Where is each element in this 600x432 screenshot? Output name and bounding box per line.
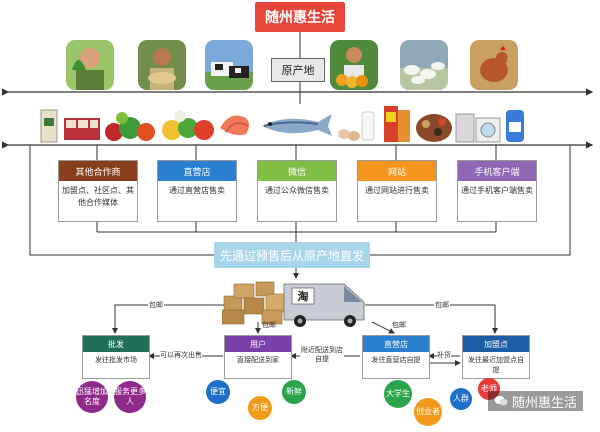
node-user-title: 用户	[225, 336, 291, 352]
edge-label-restock: 补货	[437, 351, 451, 360]
channel-direct-store: 直营店 通过直营店售卖	[157, 160, 237, 222]
channel-partners-desc: 加盟点、社区点、其他合作媒体	[62, 186, 134, 207]
farmer-grain-photo	[138, 40, 186, 90]
channel-website-title: 网站	[358, 161, 436, 181]
benefit-cheap: 便宜	[206, 380, 230, 404]
chickens-photo	[470, 40, 518, 90]
node-franchise: 加盟点 发往最近加盟点自提	[462, 335, 530, 379]
vegetables-product	[104, 104, 158, 144]
sausage-product	[380, 104, 414, 144]
benefit-brand-awareness: 迅猛增加名度	[76, 381, 108, 413]
beans-product	[414, 104, 454, 144]
channel-mobile-app: 手机客户端 通过手机客户端售卖	[457, 160, 537, 222]
node-wholesale-desc: 发往批发市场	[95, 356, 137, 364]
node-user: 用户 直接配送到家	[224, 335, 292, 379]
channel-wechat-title: 微信	[258, 161, 336, 181]
channel-website-desc: 通过网站进行售卖	[365, 186, 429, 195]
rice-bag-product	[38, 104, 60, 144]
dairy-cows-photo	[205, 40, 253, 90]
node-wholesale: 批发 发往批发市场	[82, 335, 150, 379]
audience-crowd: 人群	[450, 388, 472, 410]
sheep-flock-photo	[400, 40, 448, 90]
channel-partners: 其他合作商 加盟点、社区点、其他合作媒体	[58, 160, 138, 222]
diagram-title: 随州惠生活	[255, 2, 345, 32]
rice-wine-product	[62, 104, 102, 144]
edge-label-resell: 可以再次出售	[160, 351, 202, 360]
appliances-product	[454, 104, 502, 144]
wechat-icon	[494, 395, 508, 407]
channel-mobile-app-title: 手机客户端	[458, 161, 536, 181]
node-franchise-title: 加盟点	[463, 336, 529, 352]
node-franchise-desc: 发往最近加盟点自提	[468, 356, 524, 374]
presale-banner: 先通过预售后从原产地直发	[214, 242, 370, 268]
edge-label-free-shipping-left: 包邮	[148, 300, 164, 310]
channel-mobile-app-desc: 通过手机客户端售卖	[461, 186, 533, 195]
node-direct-store-title: 直营店	[363, 336, 429, 352]
edge-label-free-shipping-user: 包邮	[262, 321, 276, 329]
benefit-fresh: 新鲜	[282, 380, 306, 404]
audience-students: 大学生	[384, 380, 412, 408]
channel-wechat: 微信 通过公众微信售卖	[257, 160, 337, 222]
audience-entrepreneurs: 创业者	[414, 398, 442, 426]
channel-wechat-desc: 通过公众微信售卖	[265, 186, 329, 195]
channel-direct-store-title: 直营店	[158, 161, 236, 181]
watermark-text: 随州惠生活	[512, 395, 578, 411]
fruit-grower-photo	[330, 40, 378, 90]
farmer-vegetables-photo	[66, 40, 114, 90]
channel-direct-store-desc: 通过直营店售卖	[169, 186, 225, 195]
origin-label: 原产地	[271, 58, 325, 82]
fruits-product	[160, 104, 216, 144]
watermark: 随州惠生活	[488, 391, 584, 411]
detergent-product	[502, 104, 528, 144]
edge-label-nearby-delivery: 附近配送到店自提	[300, 346, 344, 364]
channel-website: 网站 通过网站进行售卖	[357, 160, 437, 222]
benefit-convenient: 方便	[248, 396, 272, 420]
edge-label-free-shipping-store: 包邮	[392, 321, 406, 329]
delivery-truck-illustration	[222, 281, 365, 327]
truck-brand-logo: 淘	[297, 290, 309, 303]
node-direct-store-desc: 发往直营店自提	[371, 356, 421, 364]
eggs-milk-product	[336, 104, 380, 144]
audience-teachers: 老师	[478, 378, 500, 400]
node-wholesale-title: 批发	[83, 336, 149, 352]
channel-partners-title: 其他合作商	[59, 161, 137, 181]
benefit-serve-more: 服务更多人	[114, 381, 146, 413]
node-direct-store: 直营店 发往直营店自提	[362, 335, 430, 379]
shrimp-product	[216, 104, 256, 144]
edge-label-free-shipping-right: 包邮	[434, 300, 450, 310]
node-user-desc: 直接配送到家	[237, 356, 279, 364]
fish-product	[256, 104, 336, 144]
